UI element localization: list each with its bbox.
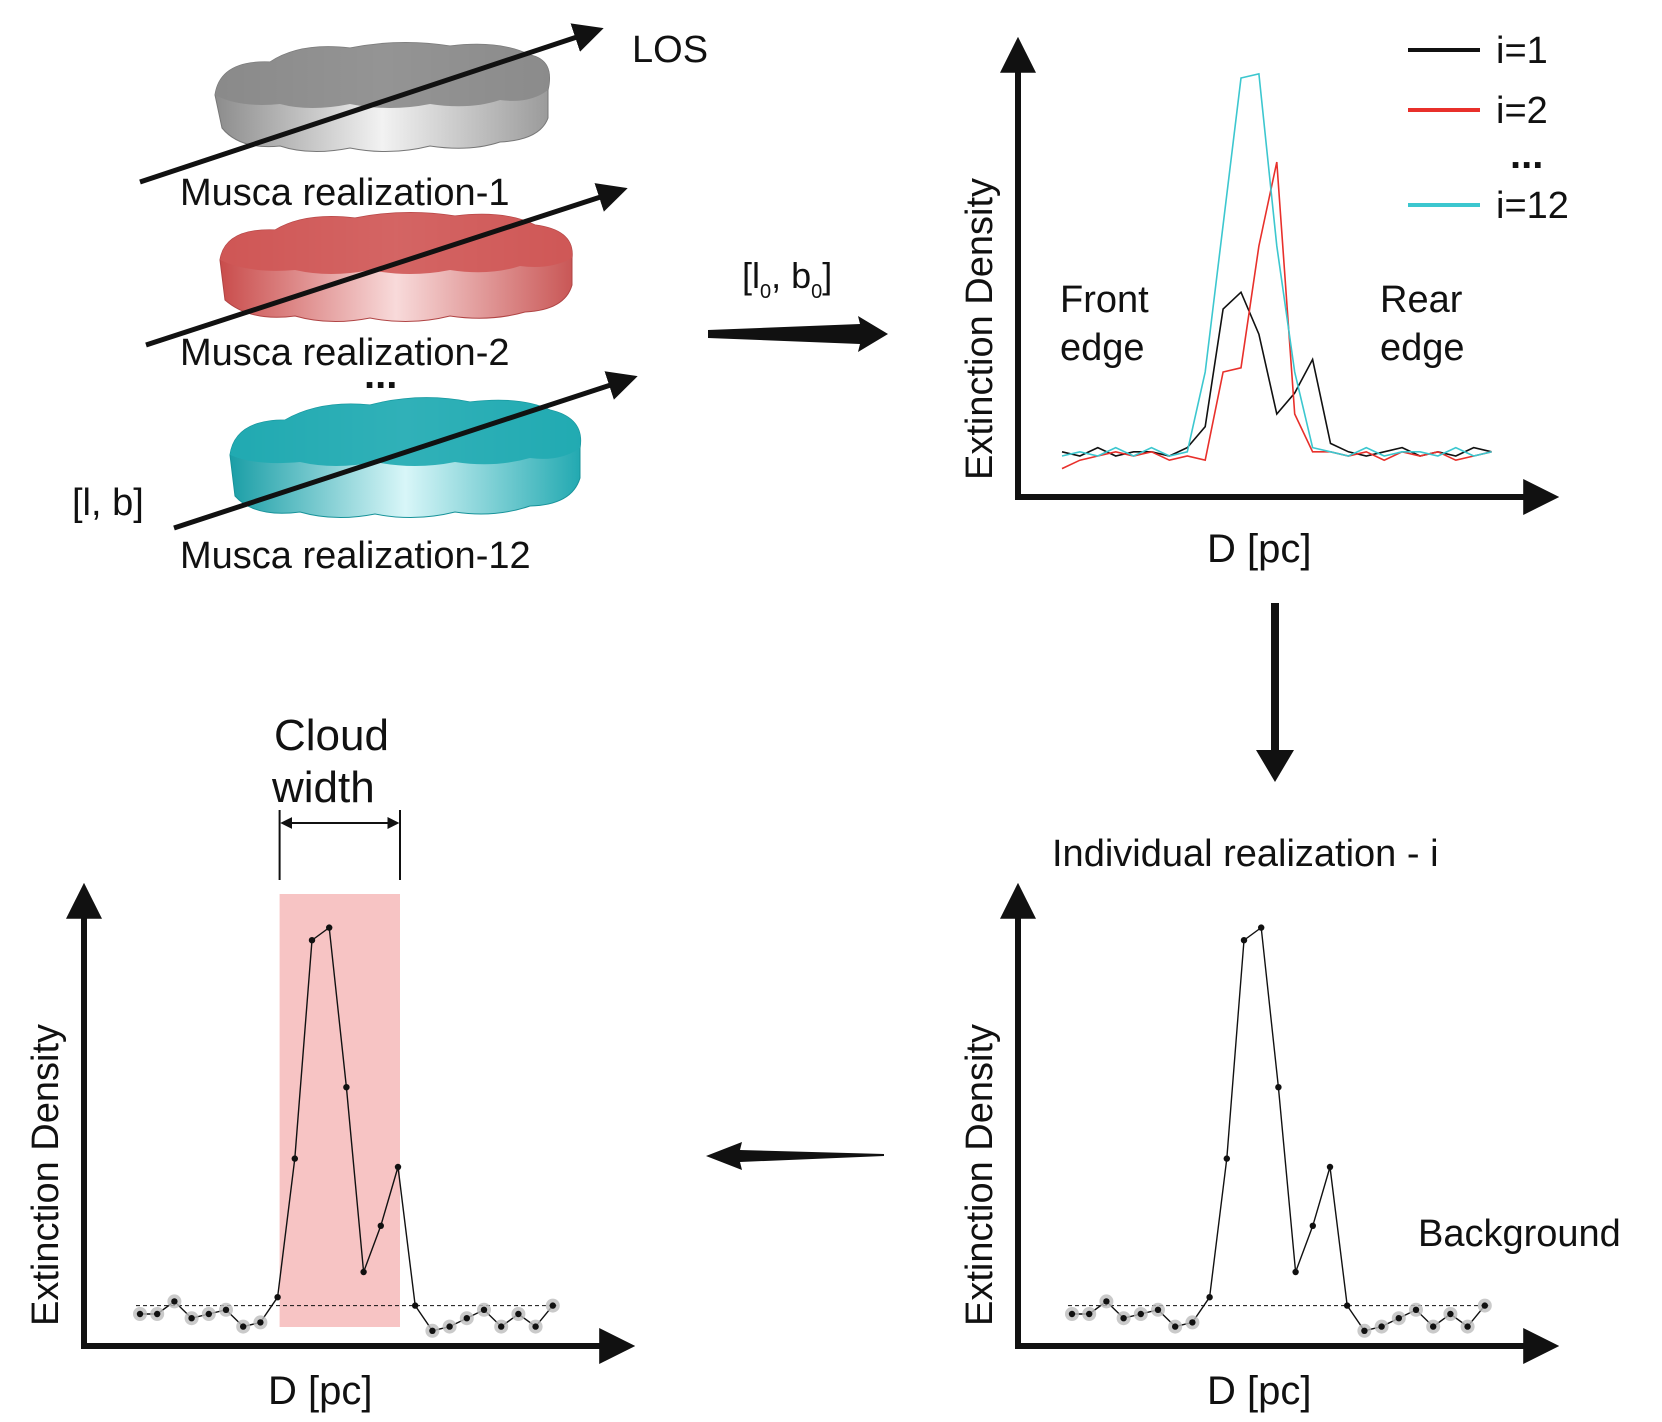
- front-edge-line2: edge: [1060, 327, 1145, 369]
- legend-ellipsis: ...: [1510, 133, 1543, 177]
- los-arrow-1: [139, 23, 604, 185]
- single-profile-line: [1072, 926, 1486, 1332]
- single-data-point: [1378, 1323, 1385, 1330]
- realization-1-label: Musca realization-1: [180, 172, 509, 214]
- single-plot: Individual realization - i Extinction De…: [959, 833, 1621, 1413]
- single-data-point: [1292, 1268, 1299, 1276]
- width-plot: Extinction Density D [pc] Cloud width: [25, 711, 636, 1413]
- legend-label-i1: i=1: [1496, 30, 1548, 72]
- width-data-point: [257, 1319, 264, 1326]
- single-title: Individual realization - i: [1052, 833, 1439, 875]
- width-data-point: [532, 1323, 539, 1330]
- width-data-point: [205, 1310, 212, 1318]
- single-data-point: [1154, 1306, 1162, 1314]
- los-arrow-2: [145, 183, 628, 348]
- single-data-point: [1206, 1294, 1213, 1301]
- arrow-stack-to-single: [1256, 603, 1294, 782]
- width-data-point: [291, 1155, 298, 1162]
- legend-label-i12: i=12: [1496, 185, 1569, 227]
- single-data-point: [1275, 1084, 1282, 1091]
- realization-12-label: Musca realization-12: [180, 535, 531, 577]
- single-data-point: [1137, 1310, 1145, 1318]
- stack-ylabel: Extinction Density: [959, 178, 1001, 480]
- coord0-label: [l0, b0]: [742, 255, 832, 303]
- width-data-point: [463, 1315, 470, 1322]
- cloud-width-line2: width: [271, 763, 375, 812]
- cloud-stack: LOS Musca realization-1 Musca realizatio…: [72, 23, 708, 577]
- clouds-ellipsis: ...: [364, 353, 397, 397]
- coord-label: [l, b]: [72, 482, 144, 524]
- single-data-point: [1447, 1310, 1454, 1318]
- single-data-point: [1240, 937, 1248, 944]
- width-data-point: [308, 937, 316, 944]
- single-data-point: [1412, 1306, 1420, 1314]
- cloud-realization-12: [173, 371, 638, 531]
- width-data-point: [188, 1315, 195, 1322]
- width-data-point: [549, 1302, 556, 1309]
- single-data-point: [1172, 1323, 1179, 1330]
- single-data-point: [1361, 1327, 1368, 1335]
- background-label: Background: [1418, 1213, 1621, 1255]
- single-data-point: [1326, 1163, 1334, 1171]
- stack-xlabel: D [pc]: [1207, 527, 1311, 571]
- front-edge-line1: Front: [1060, 279, 1149, 321]
- cloud-width-line1: Cloud: [274, 711, 389, 760]
- width-data-point: [360, 1268, 367, 1276]
- single-xlabel: D [pc]: [1207, 1369, 1311, 1413]
- width-data-point: [480, 1306, 488, 1314]
- width-xlabel: D [pc]: [268, 1369, 372, 1413]
- single-data-point: [1086, 1310, 1093, 1318]
- width-data-point: [515, 1310, 522, 1318]
- width-ylabel: Extinction Density: [25, 1024, 67, 1326]
- single-data-point: [1258, 924, 1265, 931]
- width-data-point: [498, 1323, 505, 1330]
- stack-series-group: [1061, 72, 1492, 470]
- width-series-group: [133, 924, 560, 1338]
- width-data-point: [412, 1302, 419, 1309]
- single-data-point: [1120, 1315, 1127, 1322]
- width-data-point: [136, 1310, 144, 1318]
- width-data-point: [154, 1310, 161, 1318]
- single-data-point: [1103, 1298, 1110, 1305]
- single-data-point: [1068, 1310, 1076, 1318]
- arrow-clouds-to-stack: [l0, b0]: [708, 255, 888, 352]
- single-ylabel: Extinction Density: [959, 1024, 1001, 1326]
- single-data-point: [1309, 1222, 1317, 1230]
- los-label: LOS: [632, 29, 708, 71]
- width-data-point: [446, 1323, 453, 1330]
- stack-legend: i=1 i=2 ... i=12: [1408, 30, 1569, 227]
- stack-plot: Extinction Density D [pc] Front edge Rea…: [959, 30, 1569, 571]
- width-data-point: [377, 1222, 384, 1230]
- width-data-point: [222, 1306, 230, 1314]
- rear-edge-line2: edge: [1380, 327, 1465, 369]
- los-arrow-12: [173, 371, 638, 531]
- legend-label-i2: i=2: [1496, 90, 1548, 132]
- stack-series-line-i=12: [1061, 72, 1492, 457]
- single-data-point: [1430, 1323, 1437, 1330]
- cloud-width-highlight: [279, 894, 400, 1327]
- single-data-point: [1223, 1155, 1231, 1162]
- realization-2-label: Musca realization-2: [180, 332, 509, 374]
- width-data-point: [394, 1163, 402, 1171]
- single-data-point: [1395, 1315, 1403, 1322]
- width-data-point: [343, 1084, 350, 1091]
- width-data-point: [326, 924, 333, 931]
- cloud-realization-1: [139, 23, 604, 185]
- single-series-group: [1065, 924, 1492, 1338]
- width-data-point: [274, 1294, 281, 1301]
- single-data-point: [1344, 1302, 1351, 1309]
- cloud-realization-2: [145, 183, 628, 348]
- width-data-point: [429, 1327, 436, 1335]
- arrow-single-to-width: [706, 1142, 884, 1170]
- single-data-point: [1464, 1323, 1471, 1330]
- width-data-point: [240, 1323, 247, 1330]
- single-data-point: [1481, 1302, 1489, 1309]
- single-data-point: [1189, 1319, 1196, 1326]
- rear-edge-line1: Rear: [1380, 279, 1463, 321]
- width-data-point: [171, 1298, 178, 1305]
